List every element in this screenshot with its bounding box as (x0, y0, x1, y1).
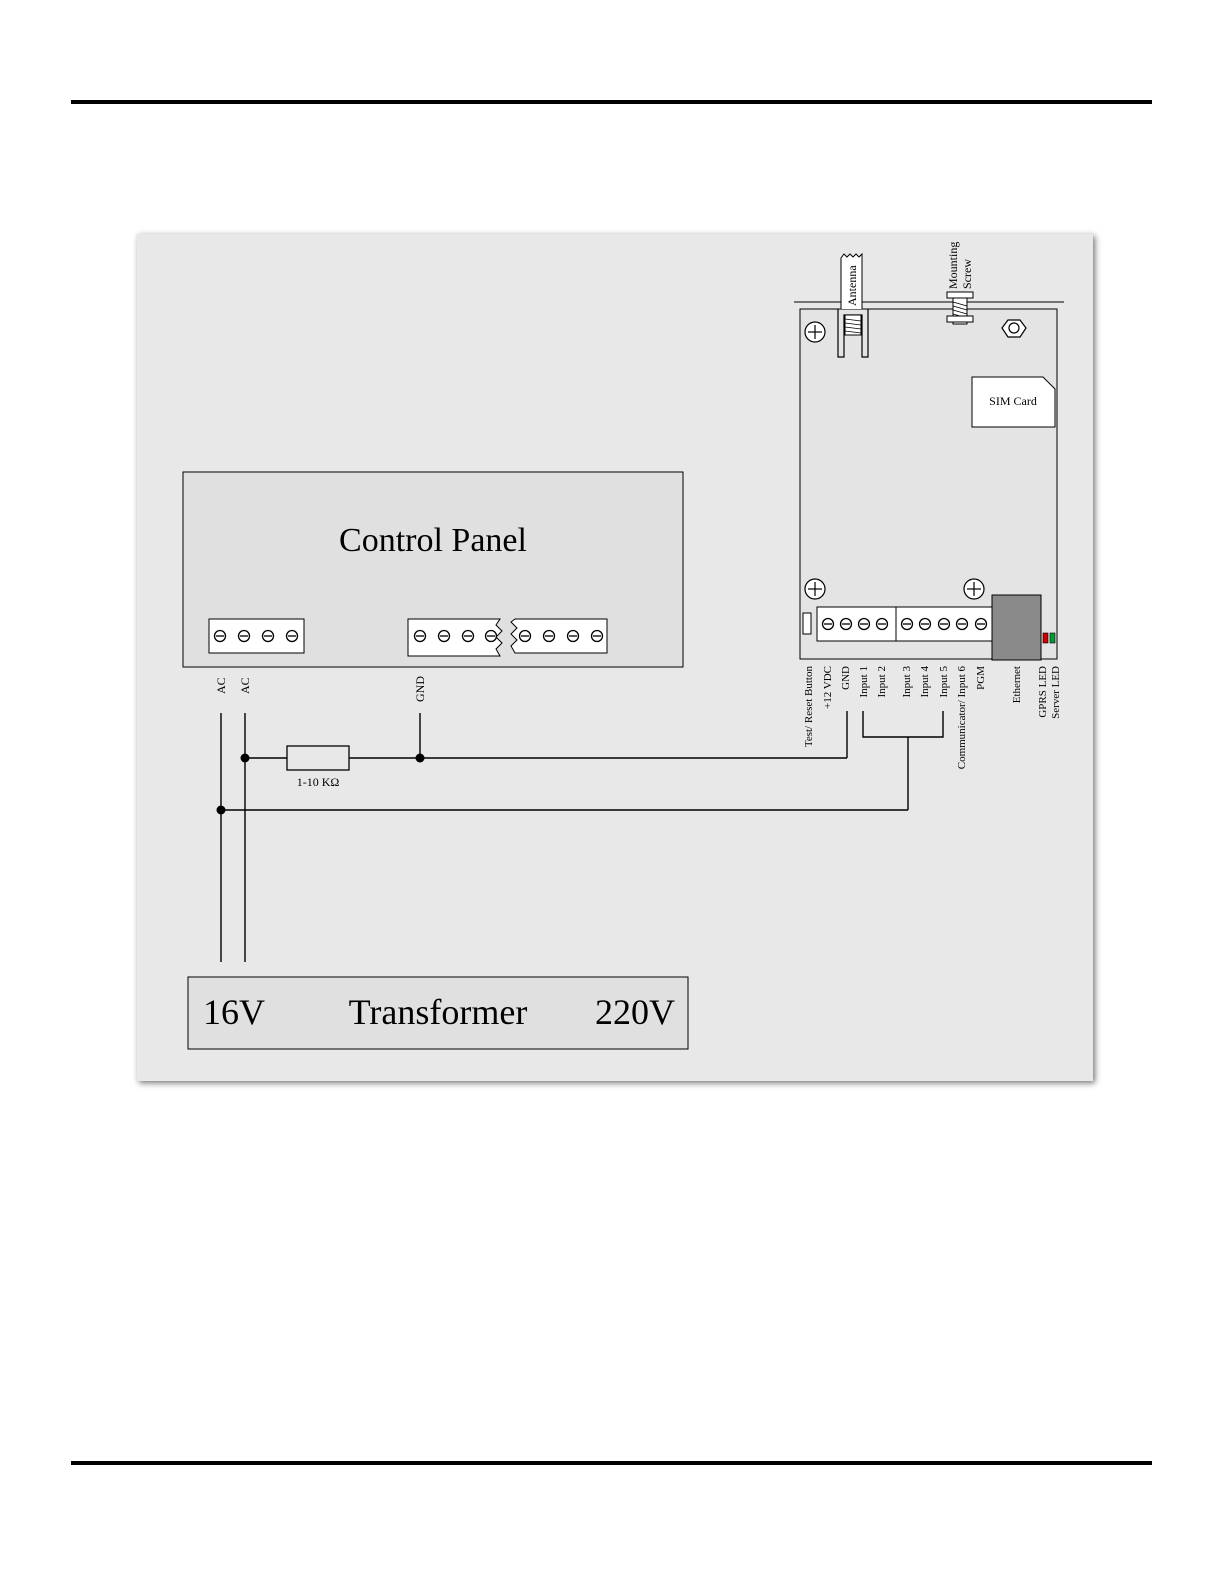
antenna-label: Antenna (845, 265, 859, 306)
plus-hole-icon (964, 579, 984, 599)
label-ac-2: AC (238, 677, 252, 694)
label-gnd-panel: GND (413, 676, 427, 702)
module-terminal-block (817, 607, 992, 641)
pin-label-input-5: Input 5 (938, 666, 950, 698)
pin-label-input-2: Input 2 (876, 666, 888, 697)
control-panel-title: Control Panel (339, 522, 527, 559)
pin-label-input-6: Communicator/ Input 6 (956, 666, 968, 770)
pin-label-input-4: Input 4 (919, 666, 931, 698)
transformer-title: Transformer (349, 992, 528, 1032)
resistor-label: 1-10 KΩ (297, 775, 340, 789)
mounting-screw-label-2: Screw (960, 259, 974, 289)
sim-card: SIM Card (972, 377, 1055, 427)
server-led (1050, 633, 1055, 643)
plus-hole-icon (805, 579, 825, 599)
control-panel: Control Panel (183, 472, 683, 667)
control-panel-terminal-block-ac (209, 619, 304, 653)
pin-label-ethernet: Ethernet (1011, 666, 1023, 703)
communicator-module: Antenna Mounting Screw (800, 242, 1057, 660)
mounting-screw-label-1: Mounting (946, 242, 960, 289)
resistor: 1-10 KΩ (287, 746, 349, 789)
transformer-low-voltage: 16V (203, 992, 265, 1032)
pin-label-input-3: Input 3 (901, 666, 913, 698)
plus-hole-icon (805, 322, 825, 342)
pin-label-gprs-led: GPRS LED (1037, 666, 1049, 718)
sim-card-label: SIM Card (989, 394, 1037, 408)
footer-rule (71, 1461, 1152, 1465)
transformer-high-voltage: 220V (595, 992, 675, 1032)
module-pin-labels: Test/ Reset Button +12 VDC GND Input 1 I… (803, 666, 1062, 770)
wiring-diagram: Control Panel (137, 234, 1093, 1081)
label-ac-1: AC (214, 677, 228, 694)
hex-nut-icon (1002, 320, 1026, 337)
pin-label-12vdc: +12 VDC (822, 666, 834, 709)
pin-label-pgm: PGM (975, 666, 987, 690)
gprs-led (1043, 633, 1048, 643)
pin-label-gnd: GND (840, 666, 852, 690)
pin-label-server-led: Server LED (1050, 666, 1062, 719)
test-reset-button (803, 613, 811, 634)
transformer: 16V Transformer 220V (188, 977, 688, 1049)
ethernet-port (992, 595, 1041, 660)
header-rule (71, 100, 1152, 104)
pin-label-test-reset: Test/ Reset Button (803, 666, 815, 748)
pin-label-input-1: Input 1 (858, 666, 870, 697)
